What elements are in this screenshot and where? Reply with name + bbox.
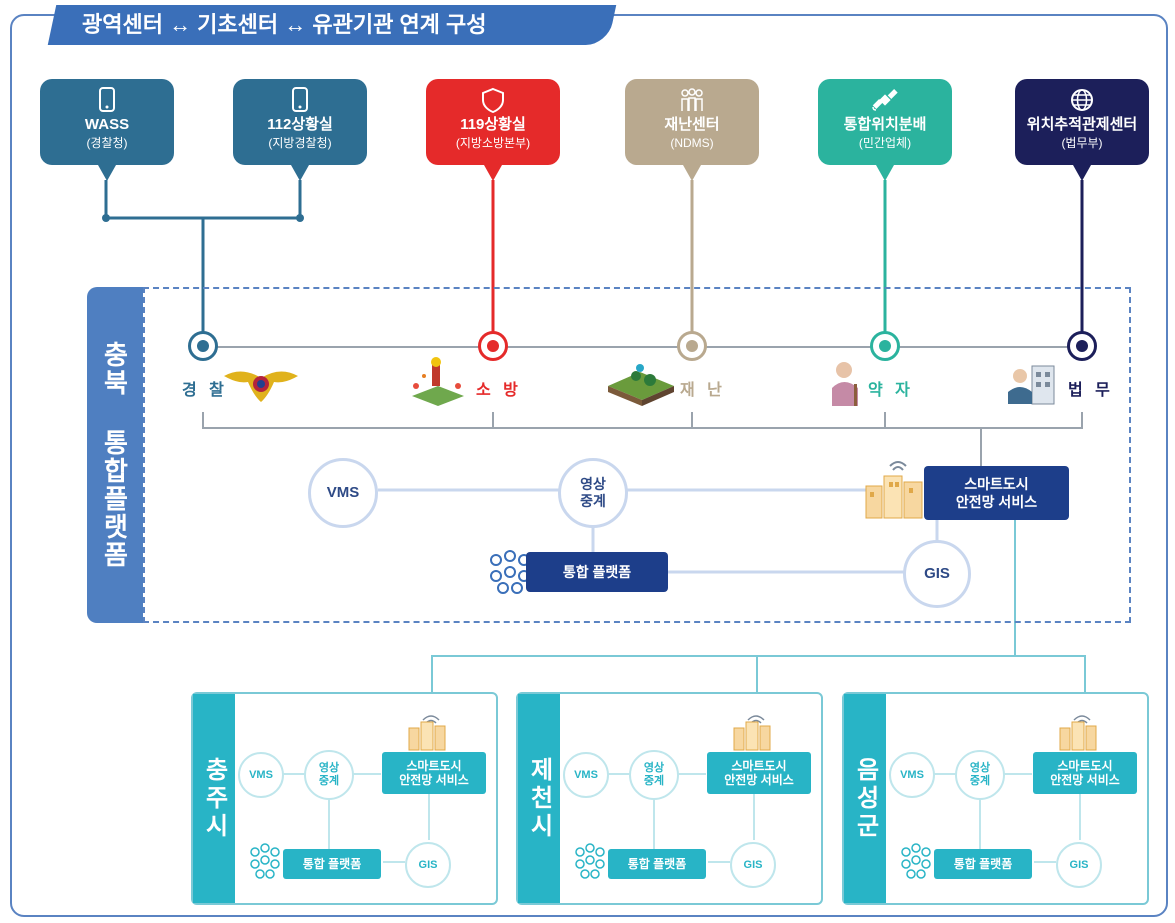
region-platform-box: 통합 플랫폼 bbox=[608, 849, 706, 879]
smart-city-building-icon bbox=[865, 461, 923, 519]
node-justice bbox=[1067, 331, 1097, 361]
region-smart-city-box: 스마트도시 안전망 서비스 bbox=[707, 752, 811, 794]
platform-label: 충북 통합플랫폼 bbox=[87, 287, 143, 623]
service-label-vulnerable: 약 자 bbox=[868, 382, 914, 399]
region-label: 음성군 bbox=[844, 694, 886, 903]
region-video-relay-node: 영상 중계 bbox=[304, 750, 354, 800]
region-smart-city-box: 스마트도시 안전망 서비스 bbox=[382, 752, 486, 794]
service-label-police: 경 찰 bbox=[182, 382, 228, 399]
service-label-justice: 법 무 bbox=[1068, 382, 1114, 399]
gis-node: GIS bbox=[903, 540, 971, 608]
globe-icon bbox=[1015, 87, 1149, 115]
firefighter-icon bbox=[412, 357, 464, 406]
people-icon bbox=[625, 87, 759, 115]
agency-location: 통합위치분배 (민간업체) bbox=[818, 79, 952, 181]
region-gis-node: GIS bbox=[405, 842, 451, 888]
region-vms-node: VMS bbox=[889, 752, 935, 798]
agency-112: 112상황실 (지방경찰청) bbox=[233, 79, 367, 181]
region-smart-city-box: 스마트도시 안전망 서비스 bbox=[1033, 752, 1137, 794]
smart-city-service-box: 스마트도시 안전망 서비스 bbox=[924, 466, 1069, 520]
officer-building-icon bbox=[1008, 365, 1055, 405]
region-label: 충주시 bbox=[193, 694, 235, 903]
node-fire bbox=[478, 331, 508, 361]
region-gis-node: GIS bbox=[730, 842, 776, 888]
region-vms-node: VMS bbox=[563, 752, 609, 798]
platform-area bbox=[143, 287, 1131, 623]
node-disaster bbox=[677, 331, 707, 361]
service-label-disaster: 재 난 bbox=[680, 382, 726, 399]
region-vms-node: VMS bbox=[238, 752, 284, 798]
region-platform-box: 통합 플랫폼 bbox=[283, 849, 381, 879]
region-video-relay-node: 영상 중계 bbox=[629, 750, 679, 800]
agency-wass: WASS (경찰청) bbox=[40, 79, 174, 181]
phone-icon bbox=[233, 87, 367, 115]
region-video-relay-node: 영상 중계 bbox=[955, 750, 1005, 800]
elderly-person-icon bbox=[832, 362, 858, 406]
agency-tracking: 위치추적관제센터 (법무부) bbox=[1015, 79, 1149, 181]
region-connection-lines bbox=[250, 715, 446, 879]
region-connection-lines bbox=[901, 715, 1097, 879]
node-police bbox=[188, 331, 218, 361]
region-platform-box: 통합 플랫폼 bbox=[934, 849, 1032, 879]
region-label: 제천시 bbox=[518, 694, 560, 903]
disaster-terrain-icon bbox=[608, 364, 674, 406]
shield-icon bbox=[426, 87, 560, 115]
police-emblem-icon bbox=[224, 371, 298, 402]
agency-119: 119상황실 (지방소방본부) bbox=[426, 79, 560, 181]
satellite-icon bbox=[818, 87, 952, 115]
vms-node: VMS bbox=[308, 458, 378, 528]
region-connection-lines bbox=[575, 715, 771, 879]
phone-icon bbox=[40, 87, 174, 115]
integrated-platform-box: 통합 플랫폼 bbox=[526, 552, 668, 592]
region-gis-node: GIS bbox=[1056, 842, 1102, 888]
video-relay-node: 영상 중계 bbox=[558, 458, 628, 528]
node-vulnerable bbox=[870, 331, 900, 361]
service-label-fire: 소 방 bbox=[476, 382, 522, 399]
agency-ndms: 재난센터 (NDMS) bbox=[625, 79, 759, 181]
